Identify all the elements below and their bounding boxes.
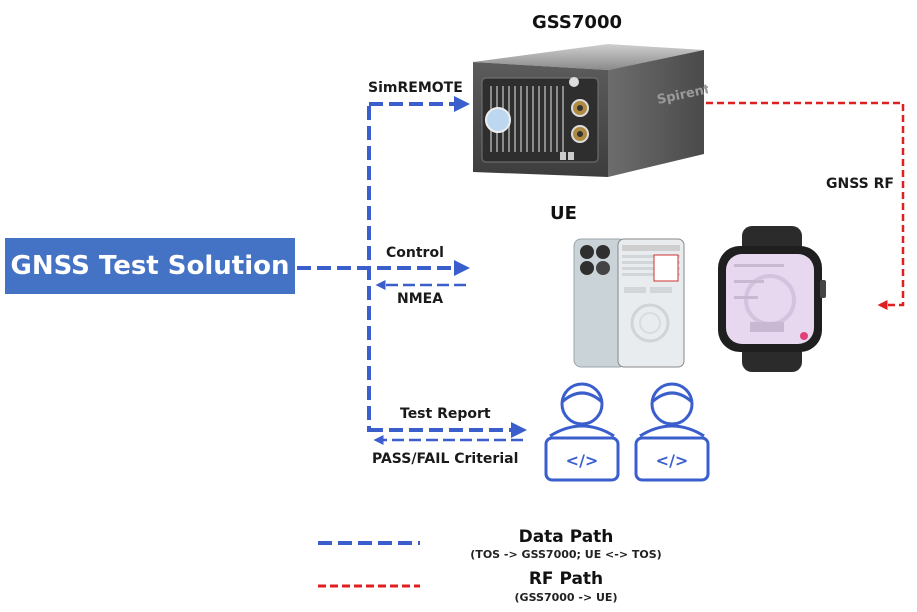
nmea-label: NMEA: [397, 291, 444, 307]
gss7000-title: GSS7000: [532, 12, 622, 33]
gnss-test-solution-box: GNSS Test Solution: [5, 238, 295, 294]
control-label: Control: [386, 245, 444, 261]
gss7000-simulator-image: Spirent: [473, 44, 708, 177]
gnss-test-solution-label: GNSS Test Solution: [10, 251, 290, 281]
ue-title: UE: [550, 203, 577, 224]
pass-fail-label: PASS/FAIL Criterial: [372, 451, 519, 467]
legend-data-path-title: Data Path: [518, 527, 614, 547]
developer-coding-icon: </>: [544, 382, 620, 482]
ue-smartphone-image: [573, 238, 685, 368]
svg-text:</>: </>: [656, 451, 689, 470]
legend-rf-path-title: RF Path: [528, 569, 604, 589]
rf-path-line: [706, 101, 905, 310]
legend-rf-path-subtitle: (GSS7000 -> UE): [514, 591, 618, 604]
test-report-label: Test Report: [400, 406, 491, 422]
simremote-label: SimREMOTE: [368, 80, 463, 96]
gnss-rf-label: GNSS RF: [826, 176, 894, 192]
svg-text:</>: </>: [566, 451, 599, 470]
legend-data-path-subtitle: (TOS -> GSS7000; UE <-> TOS): [470, 548, 662, 561]
ue-smartwatch-image: [718, 226, 826, 372]
developer-coding-icon: </>: [634, 382, 710, 482]
